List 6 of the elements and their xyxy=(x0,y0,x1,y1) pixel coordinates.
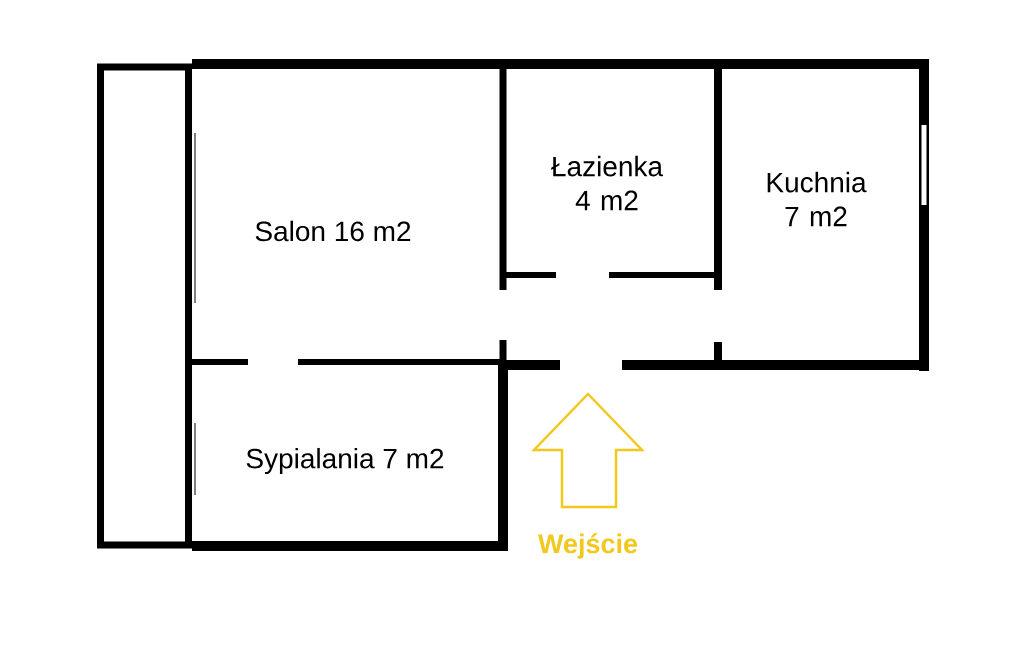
entrance-label: Wejście xyxy=(538,533,638,559)
room-label: Salon 16 m2 xyxy=(255,220,411,242)
room-label: Kuchnia 7 m2 xyxy=(767,171,867,227)
balcony-box xyxy=(97,63,192,549)
room-label: Łazienka 4 m2 xyxy=(551,155,664,211)
room-label: Sypialania 7 m2 xyxy=(246,447,444,475)
